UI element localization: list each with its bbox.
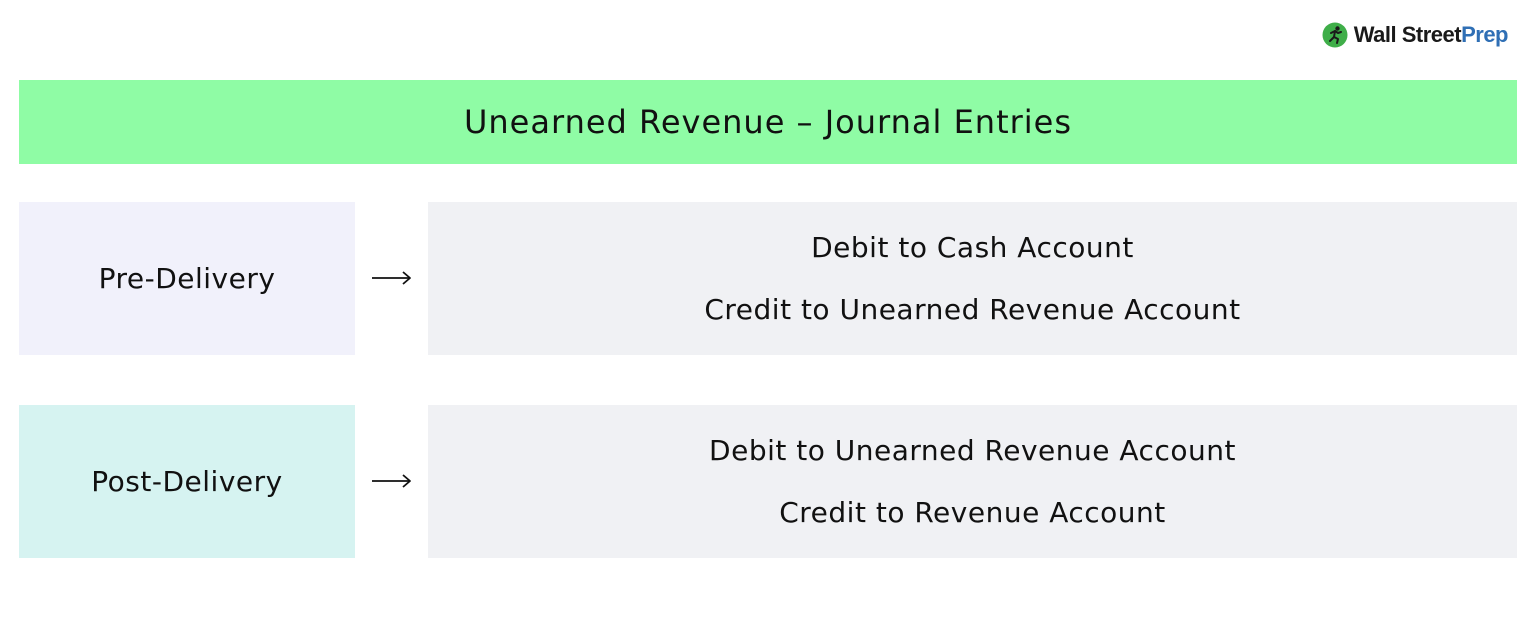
journal-entry-debit: Debit to Cash Account bbox=[811, 230, 1134, 264]
journal-entry-credit: Credit to Unearned Revenue Account bbox=[704, 292, 1241, 326]
post-delivery-entries-box: Debit to Unearned Revenue Account Credit… bbox=[428, 405, 1517, 558]
post-delivery-label-box: Post-Delivery bbox=[19, 405, 355, 558]
journal-entry-credit: Credit to Revenue Account bbox=[779, 495, 1166, 529]
brand-logo: Wall StreetPrep bbox=[1322, 20, 1508, 50]
brand-word-2: Prep bbox=[1461, 22, 1508, 47]
pre-delivery-entries-box: Debit to Cash Account Credit to Unearned… bbox=[428, 202, 1517, 355]
pre-delivery-label: Pre-Delivery bbox=[98, 262, 276, 295]
post-delivery-label: Post-Delivery bbox=[91, 465, 283, 498]
right-arrow-icon bbox=[366, 263, 418, 293]
brand-wordmark: Wall StreetPrep bbox=[1353, 22, 1509, 48]
pre-delivery-label-box: Pre-Delivery bbox=[19, 202, 355, 355]
title-banner: Unearned Revenue – Journal Entries bbox=[19, 80, 1517, 164]
running-figure-icon bbox=[1322, 22, 1348, 48]
journal-entry-debit: Debit to Unearned Revenue Account bbox=[709, 433, 1236, 467]
right-arrow-icon bbox=[366, 466, 418, 496]
brand-word-1: Wall Street bbox=[1353, 22, 1462, 47]
diagram-title: Unearned Revenue – Journal Entries bbox=[463, 103, 1073, 141]
